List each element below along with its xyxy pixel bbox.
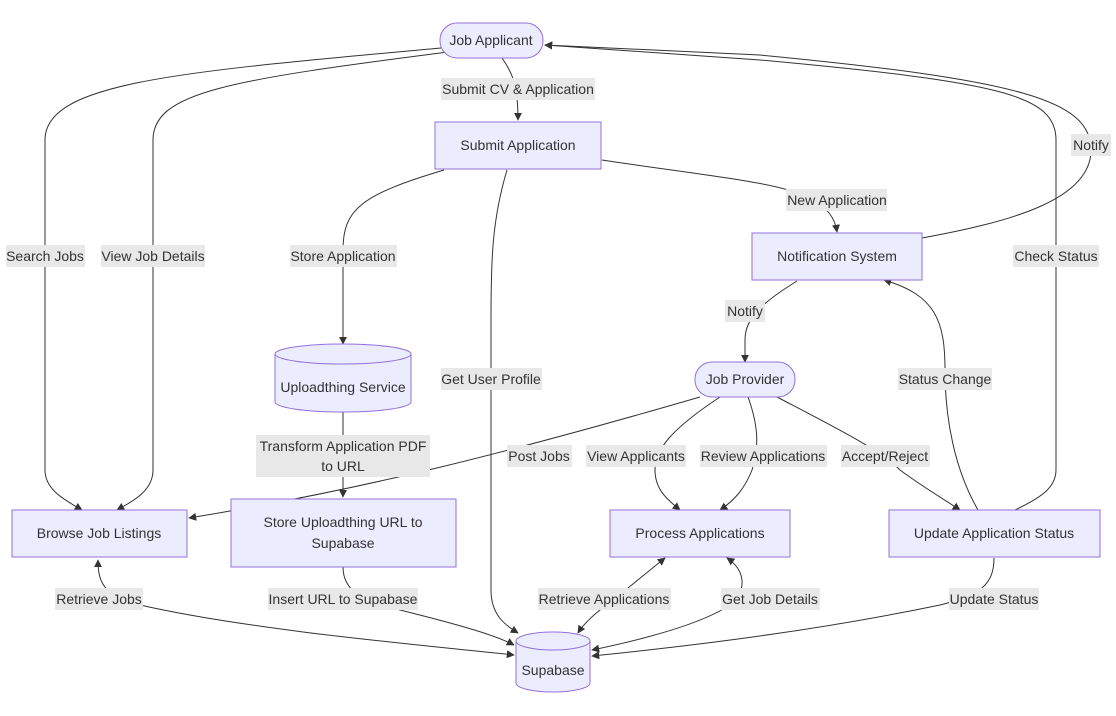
edge-search-jobs <box>44 47 442 511</box>
label-retrieve-jobs: Retrieve Jobs <box>55 588 143 610</box>
label-post-jobs: Post Jobs <box>507 445 572 467</box>
label-check-status-text: Check Status <box>1014 248 1097 264</box>
node-browse-job-listings-text: Browse Job Listings <box>37 525 162 541</box>
node-update-application-status-text: Update Application Status <box>914 525 1074 541</box>
label-search-jobs-text: Search Jobs <box>6 248 84 264</box>
edge-view-job-details <box>116 51 449 511</box>
node-job-provider[interactable]: Job Provider <box>694 361 796 398</box>
node-uploadthing-service[interactable]: Uploadthing Service <box>274 343 412 413</box>
edge-status-change <box>883 278 979 511</box>
label-store-application: Store Application <box>290 245 397 267</box>
label-notify-provider: Notify <box>725 300 765 322</box>
label-submit-cv: Submit CV & Application <box>441 78 595 100</box>
label-get-job-details: Get Job Details <box>721 588 820 610</box>
node-supabase[interactable]: Supabase <box>515 631 591 693</box>
label-search-jobs: Search Jobs <box>6 245 85 267</box>
node-supabase-text: Supabase <box>521 662 584 678</box>
node-job-provider-text: Job Provider <box>706 371 785 387</box>
label-transform-pdf: Transform Application PDF to URL <box>256 435 430 477</box>
label-insert-url-text: Insert URL to Supabase <box>269 591 418 607</box>
label-insert-url: Insert URL to Supabase <box>268 588 418 610</box>
node-process-applications[interactable]: Process Applications <box>609 509 791 558</box>
node-job-applicant-text: Job Applicant <box>449 32 532 48</box>
label-retrieve-applications: Retrieve Applications <box>538 588 671 610</box>
label-get-user-profile: Get User Profile <box>441 368 542 390</box>
label-new-application-text: New Application <box>787 192 887 208</box>
label-post-jobs-text: Post Jobs <box>508 448 569 464</box>
label-accept-reject-text: Accept/Reject <box>842 448 928 464</box>
edge-insert-url <box>342 566 515 646</box>
edge-update-status <box>591 557 995 660</box>
edge-review-applications <box>719 396 758 511</box>
node-notification-system-text: Notification System <box>777 248 897 264</box>
label-update-status: Update Status <box>949 588 1039 610</box>
label-notify-right-text: Notify <box>1073 137 1109 153</box>
edge-get-user-profile <box>490 169 519 634</box>
node-store-uploadthing-url-line1: Store Uploadthing URL to <box>263 514 422 530</box>
label-update-status-text: Update Status <box>950 591 1039 607</box>
label-view-job-details: View Job Details <box>101 245 205 267</box>
node-notification-system[interactable]: Notification System <box>751 232 923 281</box>
node-submit-application[interactable]: Submit Application <box>434 121 602 170</box>
label-notify-provider-text: Notify <box>727 303 763 319</box>
edge-labels: Submit CV & Application New Application … <box>6 78 1111 610</box>
label-transform-pdf-line1: Transform Application PDF <box>260 438 427 454</box>
label-check-status: Check Status <box>1013 245 1099 267</box>
node-browse-job-listings[interactable]: Browse Job Listings <box>11 509 188 558</box>
label-retrieve-applications-text: Retrieve Applications <box>539 591 670 607</box>
edge-store-application <box>339 169 445 345</box>
label-submit-cv-text: Submit CV & Application <box>442 81 594 97</box>
label-review-applications-text: Review Applications <box>701 448 826 464</box>
label-get-user-profile-text: Get User Profile <box>441 371 541 387</box>
node-submit-application-text: Submit Application <box>460 137 575 153</box>
node-update-application-status[interactable]: Update Application Status <box>888 509 1101 558</box>
label-notify-right: Notify <box>1071 134 1111 156</box>
label-status-change: Status Change <box>898 368 992 390</box>
label-retrieve-jobs-text: Retrieve Jobs <box>56 591 142 607</box>
node-uploadthing-service-text: Uploadthing Service <box>280 379 406 395</box>
label-transform-pdf-line2: to URL <box>321 458 365 474</box>
edge-view-applicants <box>654 396 721 511</box>
edge-check-status <box>544 41 1057 511</box>
node-job-applicant[interactable]: Job Applicant <box>439 22 544 59</box>
node-process-applications-text: Process Applications <box>635 525 764 541</box>
label-store-application-text: Store Application <box>290 248 395 264</box>
label-new-application: New Application <box>786 189 887 211</box>
label-review-applications: Review Applications <box>700 445 827 467</box>
nodes: Job Applicant Submit Application Notific… <box>11 22 1101 693</box>
label-get-job-details-text: Get Job Details <box>722 591 818 607</box>
label-status-change-text: Status Change <box>899 371 992 387</box>
node-store-uploadthing-url-line2: Supabase <box>311 535 374 551</box>
label-accept-reject: Accept/Reject <box>841 445 930 467</box>
label-view-applicants-text: View Applicants <box>587 448 685 464</box>
label-view-applicants: View Applicants <box>586 445 686 467</box>
label-view-job-details-text: View Job Details <box>101 248 204 264</box>
node-store-uploadthing-url[interactable]: Store Uploadthing URL to Supabase <box>230 498 457 568</box>
